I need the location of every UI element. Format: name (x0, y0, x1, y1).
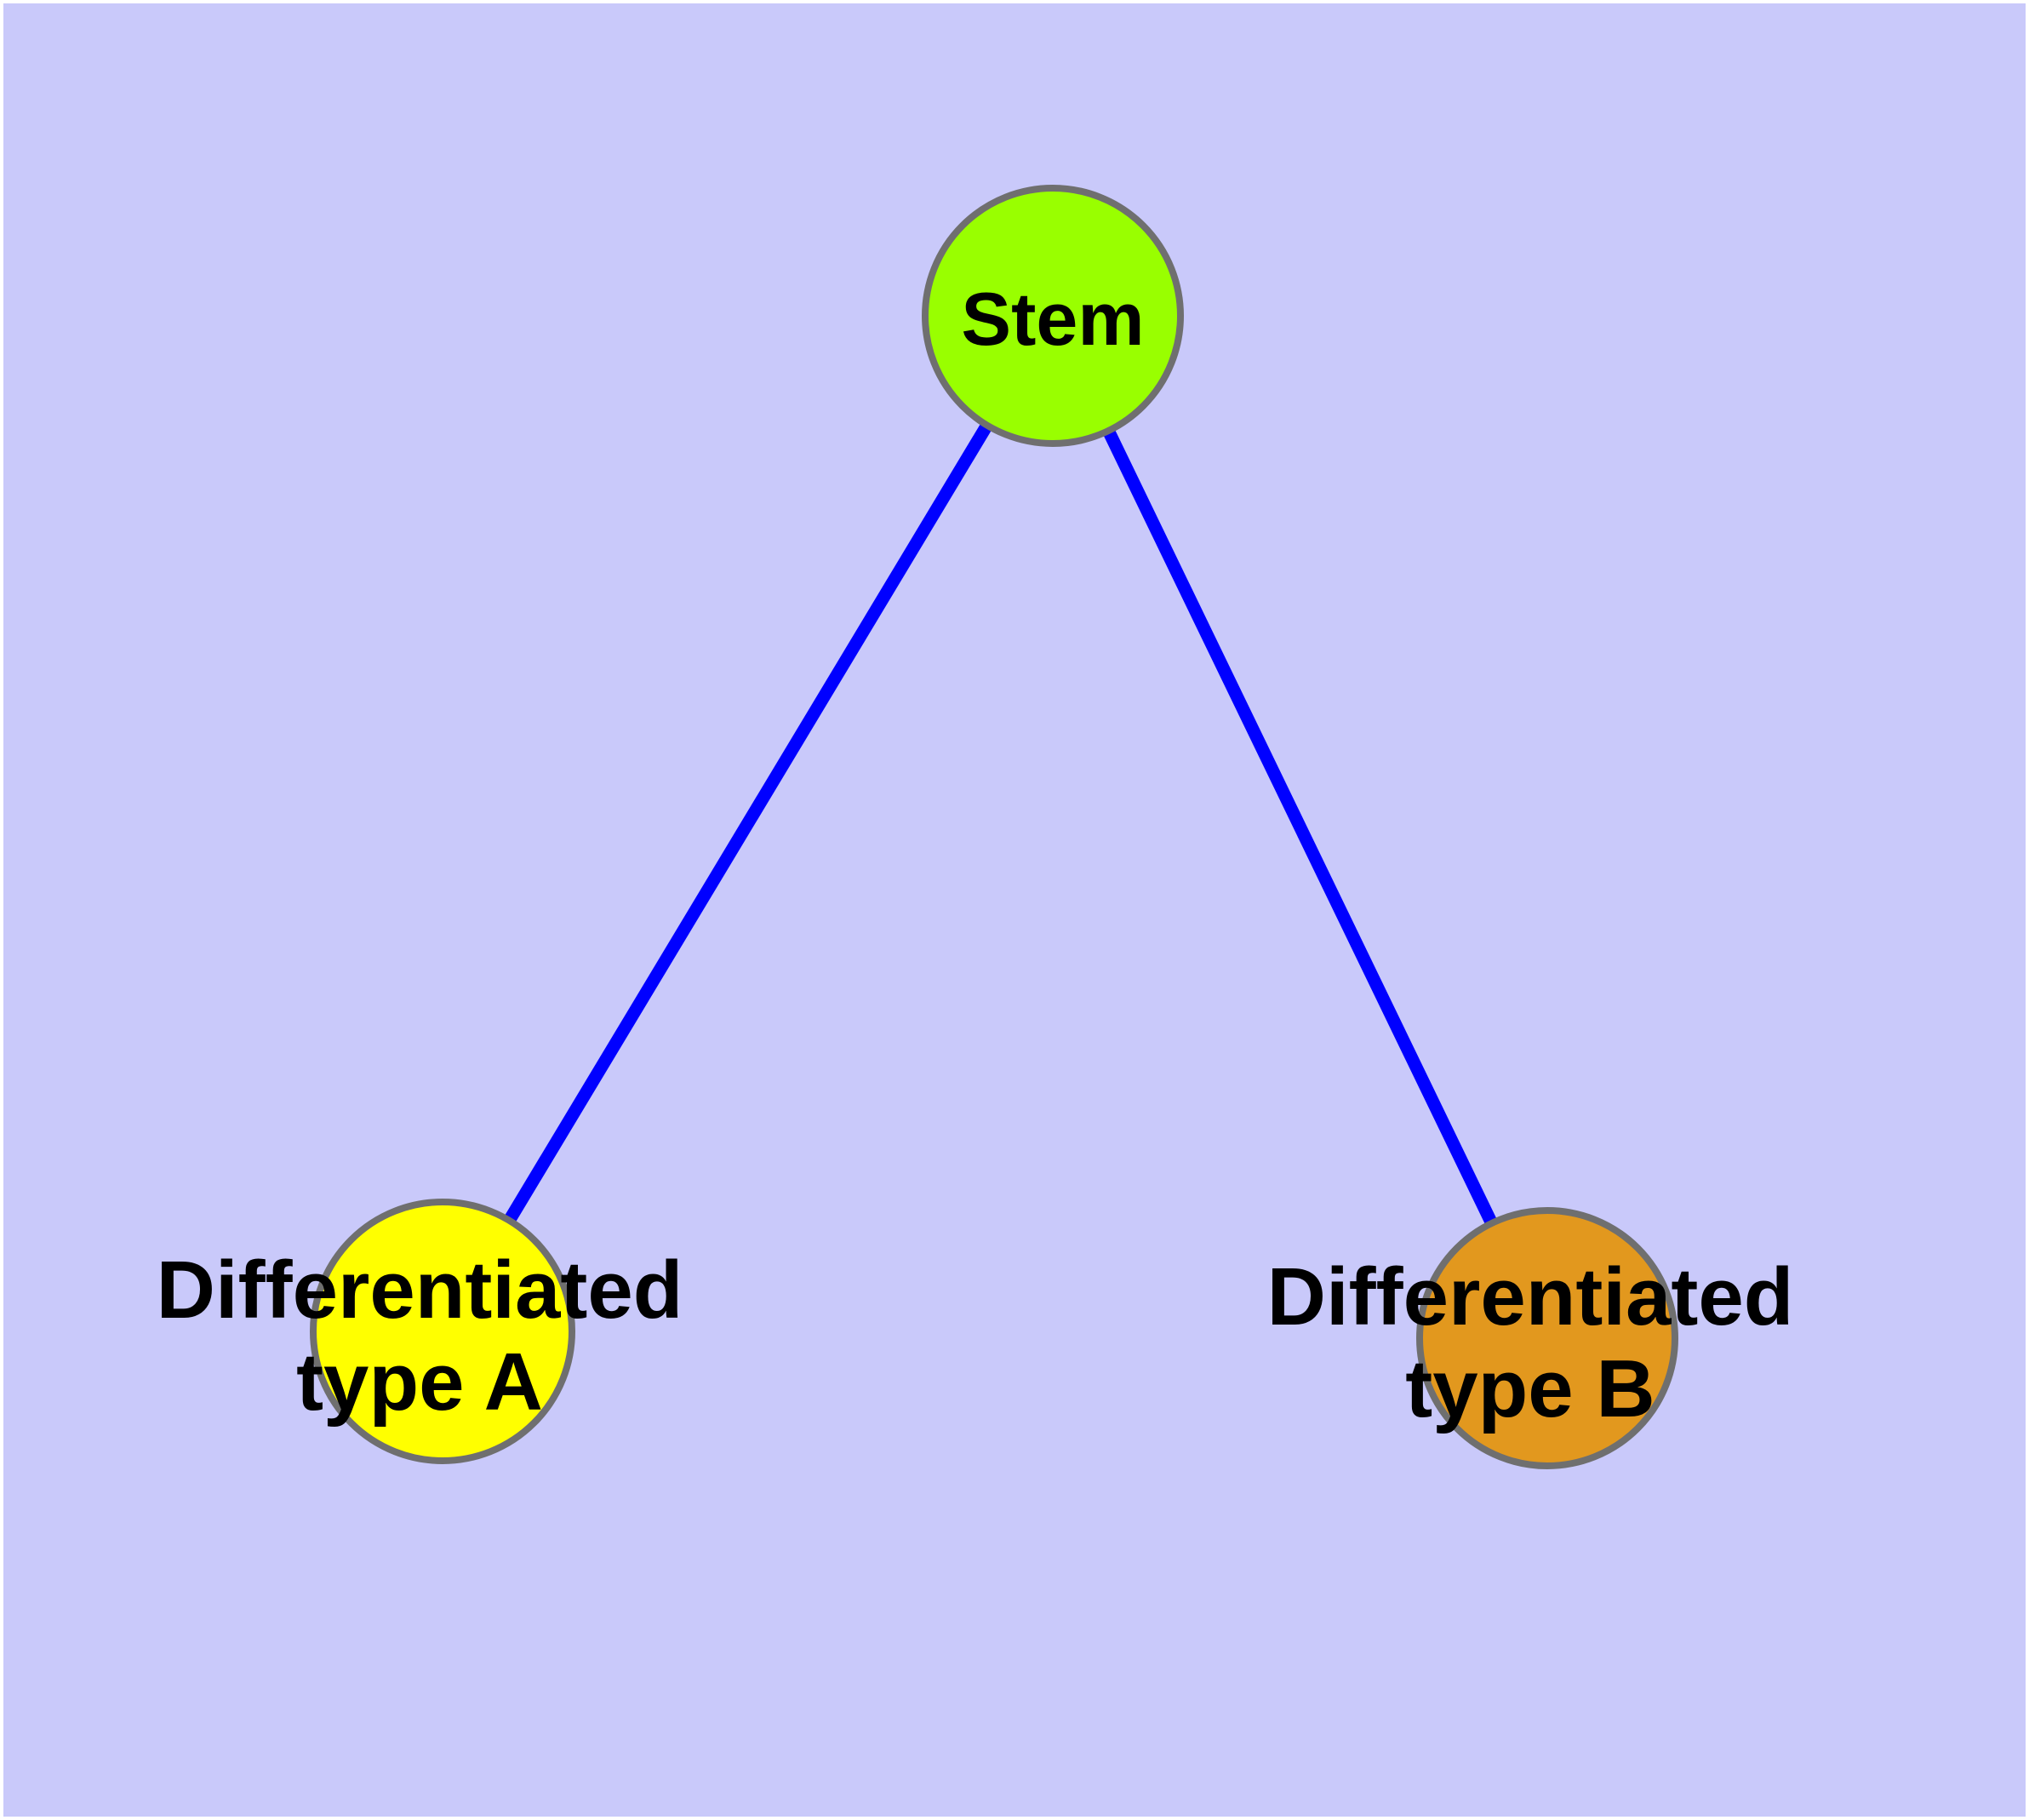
node-differentiated-type-b[interactable] (1416, 1207, 1678, 1469)
node-stem[interactable] (922, 185, 1184, 447)
edge-stem-differentiated-type-b (1047, 312, 1553, 1342)
edge-stem-differentiated-type-a (437, 312, 1059, 1335)
node-differentiated-type-a[interactable] (310, 1199, 575, 1464)
